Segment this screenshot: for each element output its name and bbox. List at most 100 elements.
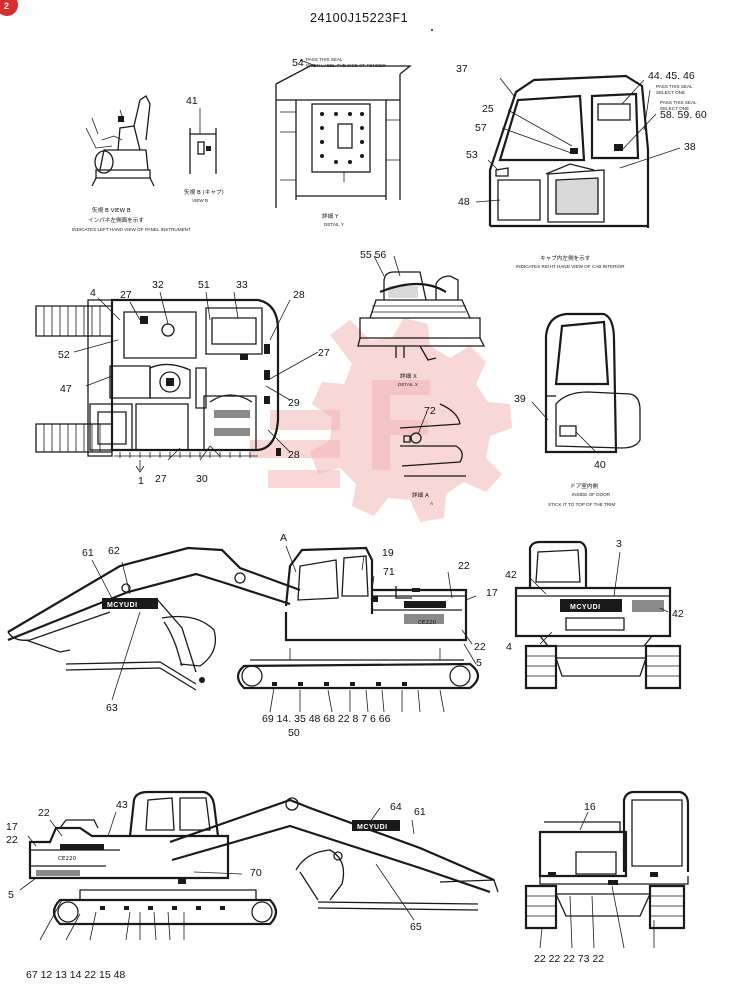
callout-29: 29 bbox=[288, 397, 300, 409]
callout-5-bottom: 5 bbox=[8, 889, 14, 901]
watermark-logo bbox=[250, 318, 512, 522]
callout-52: 52 bbox=[58, 349, 70, 361]
callout-A: A bbox=[280, 532, 287, 544]
callout-39: 39 bbox=[514, 393, 526, 405]
view-b-small-caption: 矢視 B (キャブ) bbox=[184, 188, 224, 196]
view-b-small-caption-2: VIEW B bbox=[192, 198, 208, 203]
callout-16: 16 bbox=[584, 801, 596, 813]
callout-42-left: 42 bbox=[505, 569, 517, 581]
cab-interior-sketch bbox=[475, 74, 681, 228]
boom-brand-label: MCYUDI bbox=[107, 602, 138, 609]
rear-brand-label: MCYUDI bbox=[570, 604, 601, 611]
callout-4-rear: 4 bbox=[506, 641, 512, 653]
callout-5-middle: 5 bbox=[476, 657, 482, 669]
callout-64: 64 bbox=[390, 801, 402, 813]
callout-1: 1 bbox=[138, 475, 144, 487]
callout-22-middle-bottom: 22 bbox=[474, 641, 486, 653]
callout-72: 72 bbox=[424, 405, 436, 417]
callout-17-bottom: 17 bbox=[6, 821, 18, 833]
right-boom-brand-label: MCYUDI bbox=[357, 824, 388, 831]
note-44-line2: SELECT ONE bbox=[656, 90, 685, 95]
detail-x-sketch bbox=[357, 255, 486, 361]
view-b-caption-3: INDICATES LEFT HAND VIEW OF PANEL INSTRU… bbox=[72, 227, 191, 232]
callout-row-middle: 69 14. 35 48 68 22 8 7 6 66 bbox=[262, 713, 391, 725]
callout-40: 40 bbox=[594, 459, 606, 471]
callout-25: 25 bbox=[482, 103, 494, 115]
callout-33: 33 bbox=[236, 279, 248, 291]
callout-row-bottom-left: 67 12 13 14 22 15 48 bbox=[26, 969, 125, 981]
callout-71: 71 bbox=[383, 566, 395, 578]
callout-55-56: 55 56 bbox=[360, 249, 386, 261]
detail-a-caption-1: 詳細 A bbox=[412, 491, 429, 499]
door-caption-1: ドア室内側 bbox=[570, 482, 598, 490]
note-58-line1: PASS THIS SEAL bbox=[660, 100, 697, 105]
callout-44-45-46: 44. 45. 46 bbox=[648, 70, 695, 82]
front-view-sketch bbox=[524, 790, 690, 949]
callout-70: 70 bbox=[250, 867, 262, 879]
callout-61-bottom: 61 bbox=[414, 806, 426, 818]
detail-a-caption-2: A bbox=[430, 501, 434, 506]
right-side-model-label: CE220 bbox=[58, 856, 77, 862]
callout-53: 53 bbox=[466, 149, 478, 161]
callout-57: 57 bbox=[475, 122, 487, 134]
drawing-number: 24100J15223F1 bbox=[310, 11, 408, 25]
callout-38: 38 bbox=[684, 141, 696, 153]
callout-42-right: 42 bbox=[672, 608, 684, 620]
right-side-view-sketch bbox=[19, 790, 499, 941]
corner-badge: 2 bbox=[0, 0, 18, 16]
door-inside-sketch bbox=[531, 312, 641, 454]
detail-a-sketch bbox=[399, 403, 466, 477]
view-b-seat-sketch bbox=[85, 95, 155, 187]
detail-x-caption-1: 詳細 X bbox=[400, 372, 417, 380]
side-model-label: CE220 bbox=[418, 620, 437, 626]
callout-22-bottom-left-2: 22 bbox=[6, 834, 18, 846]
callout-65: 65 bbox=[410, 921, 422, 933]
note-54-line2: WHEN LABEL THE SIDE OF FENDER bbox=[306, 63, 386, 68]
callout-63: 63 bbox=[106, 702, 118, 714]
callout-row-bottom-right: 22 22 22 73 22 bbox=[534, 953, 604, 965]
door-caption-2: INSIDE OF DOOR bbox=[572, 492, 611, 497]
callout-27-top: 27 bbox=[120, 289, 132, 301]
svg-text:2: 2 bbox=[4, 1, 9, 11]
cab-interior-caption-1: キャブ内左側を示す bbox=[540, 254, 591, 262]
top-view-sketch bbox=[35, 291, 319, 473]
detail-y-caption-1: 詳細 Y bbox=[322, 212, 339, 220]
detail-y-caption-2: DETAIL Y bbox=[324, 222, 344, 227]
callout-54: 54 bbox=[292, 57, 304, 69]
callout-41: 41 bbox=[186, 95, 198, 107]
callout-30: 30 bbox=[196, 473, 208, 485]
callout-4-top: 4 bbox=[90, 287, 96, 299]
callout-61-middle: 61 bbox=[82, 547, 94, 559]
view-b-caption-1: 矢視 B VIEW B bbox=[92, 206, 131, 214]
callout-50: 50 bbox=[288, 727, 300, 739]
note-44-line1: PASS THIS SEAL bbox=[656, 84, 693, 89]
detail-x-caption-2: DETAIL X bbox=[398, 382, 418, 387]
view-b-caption-2: インパネ左側面を示す bbox=[88, 216, 144, 224]
part-41-panel bbox=[189, 108, 217, 174]
callout-28-upper: 28 bbox=[293, 289, 305, 301]
detail-y-sketch bbox=[275, 59, 412, 208]
callout-28-lower: 28 bbox=[288, 449, 300, 461]
callout-48-cab: 48 bbox=[458, 196, 470, 208]
callout-51: 51 bbox=[198, 279, 210, 291]
callout-32: 32 bbox=[152, 279, 164, 291]
callout-43: 43 bbox=[116, 799, 128, 811]
callout-19: 19 bbox=[382, 547, 394, 559]
left-side-view-sketch bbox=[7, 545, 480, 713]
callout-62: 62 bbox=[108, 545, 120, 557]
callout-3: 3 bbox=[616, 538, 622, 550]
rear-view-sketch bbox=[514, 540, 682, 690]
note-54-line1: PASS THIS SEAL bbox=[306, 57, 343, 62]
callout-22-middle-top: 22 bbox=[458, 560, 470, 572]
callout-27-bottom: 27 bbox=[155, 473, 167, 485]
callout-22-bottom-left: 22 bbox=[38, 807, 50, 819]
cab-interior-caption-2: INDICATES RIGHT HAND VIEW OF CAB INTERIO… bbox=[516, 264, 625, 269]
door-caption-3: STICK IT TO TOP OF THE TRIM bbox=[548, 502, 615, 507]
callout-58-59-60: 58. 59. 60 bbox=[660, 109, 707, 121]
callout-37: 37 bbox=[456, 63, 468, 75]
callout-17-middle: 17 bbox=[486, 587, 498, 599]
callout-47: 47 bbox=[60, 383, 72, 395]
callout-27-right: 27 bbox=[318, 347, 330, 359]
note-58-line2: SELECT ONE bbox=[660, 106, 689, 111]
